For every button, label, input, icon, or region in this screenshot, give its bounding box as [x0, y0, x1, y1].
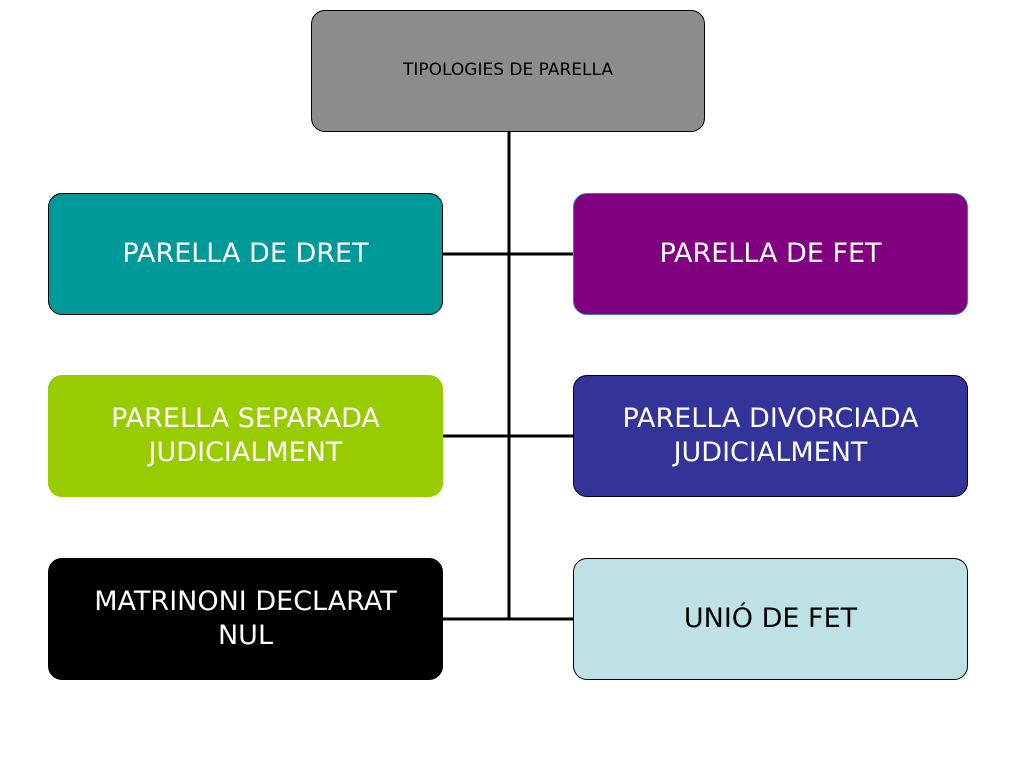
node-label: PARELLA SEPARADA JUDICIALMENT — [111, 403, 380, 468]
node-matrinoni-declarat-nul: MATRINONI DECLARAT NUL — [48, 558, 443, 680]
node-parella-separada-judicialment: PARELLA SEPARADA JUDICIALMENT — [48, 375, 443, 497]
node-label: UNIÓ DE FET — [683, 603, 858, 635]
node-parella-de-fet: PARELLA DE FET — [573, 193, 968, 315]
node-parella-de-dret: PARELLA DE DRET — [48, 193, 443, 315]
node-parella-divorciada-judicialment: PARELLA DIVORCIADA JUDICIALMENT — [573, 375, 968, 497]
node-label: MATRINONI DECLARAT NUL — [94, 586, 397, 651]
root-node-label: TIPOLOGIES DE PARELLA — [403, 60, 613, 81]
root-node-tipologies-de-parella: TIPOLOGIES DE PARELLA — [311, 10, 705, 132]
node-label: PARELLA DIVORCIADA JUDICIALMENT — [622, 403, 919, 468]
node-unio-de-fet: UNIÓ DE FET — [573, 558, 968, 680]
node-label: PARELLA DE FET — [659, 238, 882, 270]
node-label: PARELLA DE DRET — [122, 238, 369, 270]
